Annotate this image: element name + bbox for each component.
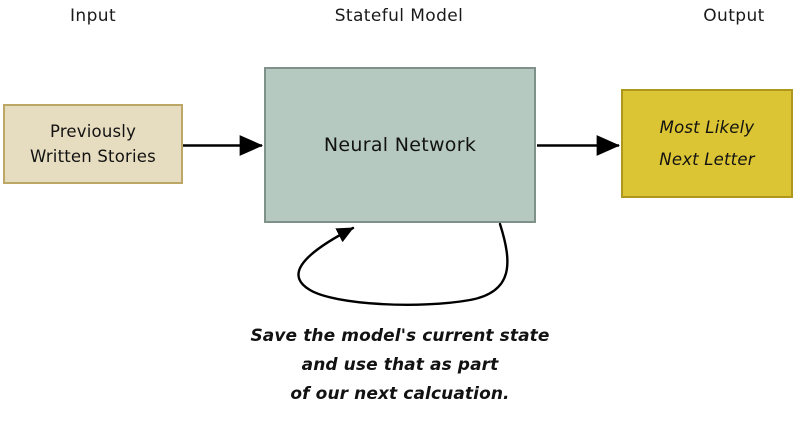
node-neural-network: Neural Network	[264, 67, 536, 223]
node-input-previously-written-stories: Previously Written Stories	[3, 104, 183, 184]
node-output-label-line2: Next Letter	[659, 149, 755, 169]
node-output-most-likely-next-letter: Most Likely Next Letter	[621, 89, 793, 198]
node-output-label-line1: Most Likely	[659, 117, 755, 137]
caption-line-1: Save the model's current state	[250, 326, 550, 346]
arrow-model-self-loop-feedback	[297, 222, 509, 306]
column-heading-output: Output	[703, 6, 765, 26]
node-input-label-line2: Written Stories	[30, 147, 156, 166]
node-input-label-line1: Previously	[49, 122, 137, 141]
caption-line-3: of our next calcuation.	[290, 384, 510, 404]
caption-line-2: and use that as part	[301, 355, 499, 375]
node-model-label: Neural Network	[323, 134, 477, 156]
column-heading-input: Input	[69, 6, 117, 26]
column-heading-stateful-model: Stateful Model	[334, 6, 464, 26]
caption-feedback-explanation: Save the model's current state and use t…	[150, 322, 650, 409]
